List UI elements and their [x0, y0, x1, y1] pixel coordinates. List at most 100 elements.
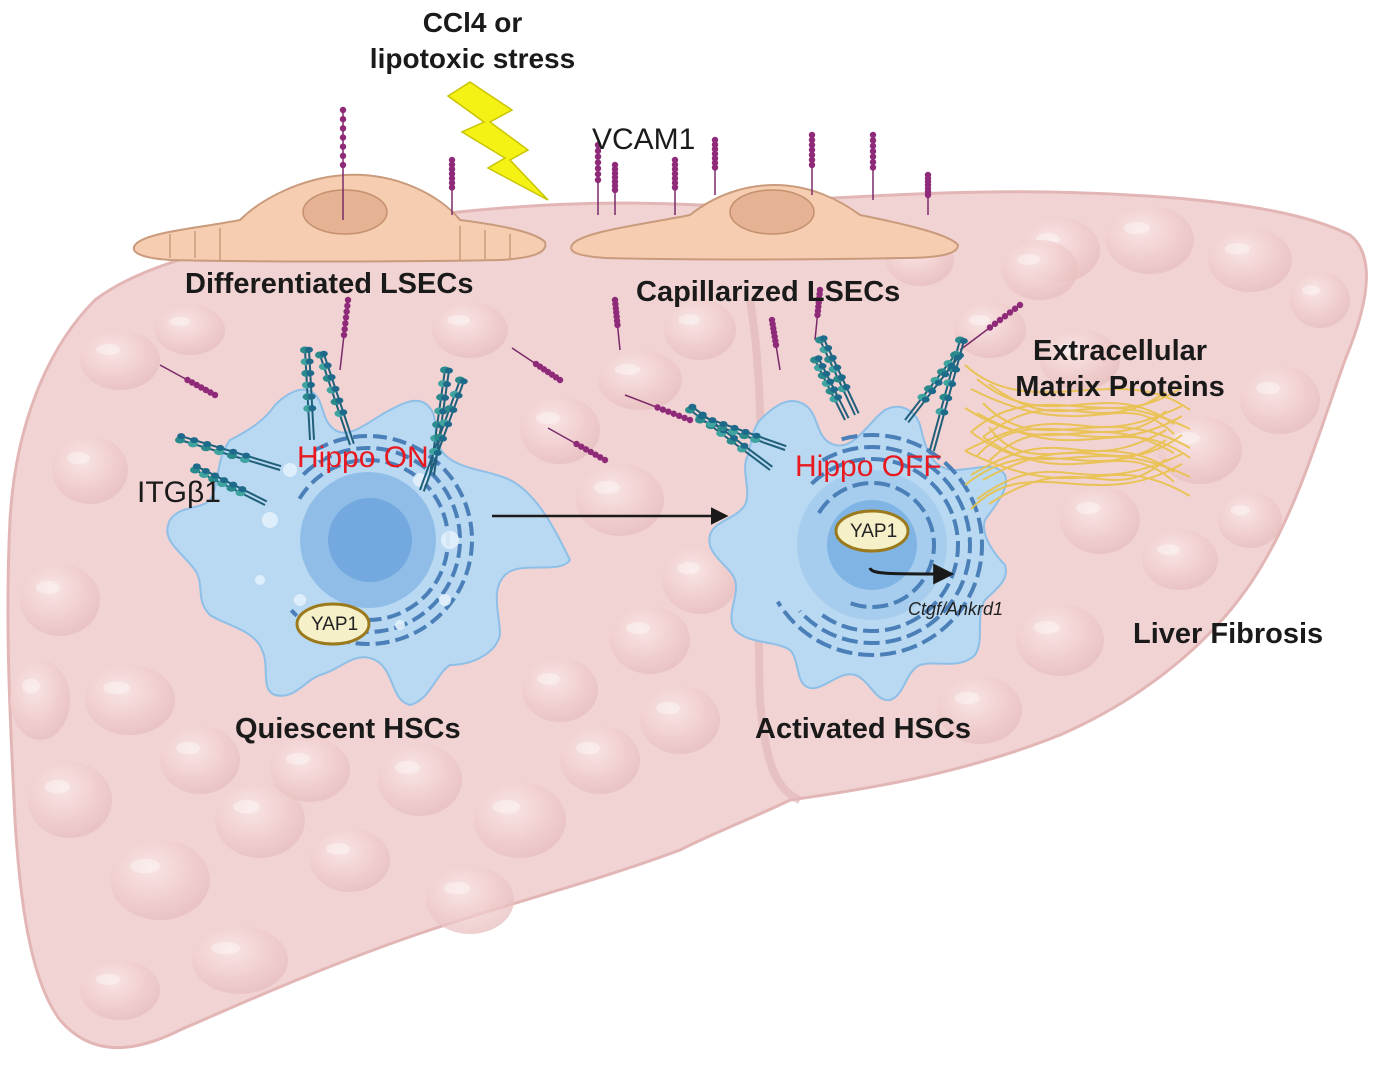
lipid-droplet: [294, 594, 306, 606]
liver-nodule: [662, 546, 738, 614]
lipid-droplet: [441, 531, 459, 549]
liver-nodule: [1040, 330, 1120, 390]
transcription-arrow: [868, 563, 955, 585]
liver-nodule-highlight: [656, 701, 680, 715]
liver-nodule: [20, 564, 100, 636]
itgb1-integrin: [810, 355, 850, 421]
ecm-fiber: [988, 426, 1175, 473]
vcam1-molecule: [768, 316, 781, 371]
liver-nodule: [520, 396, 600, 464]
liver-nodule-highlight: [211, 941, 241, 955]
liver-nodule: [522, 658, 598, 722]
liver-nodule-highlight: [1033, 620, 1061, 634]
capillarized-lsec-cell: [570, 183, 960, 261]
liver-nodule: [1016, 604, 1104, 676]
yap1-quiescent-badge: [295, 602, 371, 646]
liver-nodule: [1218, 492, 1282, 548]
endoplasmic-reticulum: [301, 446, 462, 634]
vcam1-label: VCAM1: [592, 123, 696, 156]
capillarized-lsecs-label: Capillarized LSECs: [636, 276, 901, 308]
lipid-droplet: [439, 594, 451, 606]
liver-nodule-highlight: [36, 580, 60, 594]
liver-nodule-highlight: [443, 881, 470, 895]
lipid-droplet: [283, 463, 297, 477]
liver-nodule-highlight: [1302, 285, 1320, 296]
endoplasmic-reticulum: [810, 457, 960, 633]
liver-nodule-highlight: [67, 451, 90, 465]
differentiated-lsec-cell: [132, 173, 547, 263]
liver-nodule: [28, 762, 112, 838]
vcam1-molecule: [808, 131, 816, 195]
itgb1-integrin: [190, 463, 268, 506]
endoplasmic-reticulum: [776, 433, 984, 657]
liver-nodule-highlight: [968, 315, 990, 326]
endoplasmic-reticulum: [289, 434, 474, 646]
vcam1-molecule: [671, 156, 679, 215]
endoplasmic-reticulum: [798, 445, 972, 645]
lipid-droplet: [395, 620, 405, 630]
liver-nodule-highlight: [536, 411, 560, 425]
trigger-label: CCl4 or lipotoxic stress: [369, 7, 576, 75]
liver-nodule-highlight: [447, 315, 470, 326]
liver-nodule: [52, 436, 128, 504]
liver-nodule: [1240, 366, 1320, 434]
liver-nodule-highlight: [286, 753, 310, 765]
liver-nodule-highlight: [1076, 501, 1100, 515]
vcam1-molecule: [339, 296, 352, 371]
vcam1-molecule: [448, 156, 456, 215]
liver-nodule-highlight: [44, 779, 70, 794]
liver-nodule: [1060, 486, 1140, 554]
liver-nodule: [576, 464, 664, 536]
yap1-quiescent-label: YAP1: [311, 614, 359, 635]
vcam1-molecule: [624, 394, 694, 424]
ecm-fiber: [982, 434, 1183, 481]
liver-nodule: [938, 676, 1022, 744]
vcam1-molecule: [547, 427, 609, 464]
itgb1-label: ITGβ1: [137, 476, 221, 509]
activated-hscs-label: Activated HSCs: [755, 713, 971, 745]
liver-nodule: [1208, 228, 1292, 292]
lipid-droplet: [262, 512, 278, 528]
vcam1-molecule: [511, 347, 564, 384]
vcam1-molecule: [159, 364, 219, 399]
vcam1-molecule: [339, 106, 347, 220]
liver-nodule-highlight: [626, 621, 650, 635]
liver-nodule-highlight: [394, 760, 420, 774]
liver-nodule: [310, 828, 390, 892]
liver-nodule: [80, 960, 160, 1020]
liver-nodule: [155, 305, 225, 355]
liver-nodule: [1002, 240, 1078, 300]
liver-nodule: [598, 350, 682, 410]
itgb1-integrins: [175, 335, 968, 506]
liver-nodule: [270, 738, 350, 802]
liver-nodule-highlight: [614, 364, 641, 375]
liver-nodule-highlight: [103, 681, 130, 695]
liver-nodule: [192, 926, 288, 994]
ecm-fibers: [964, 364, 1191, 510]
itgb1-integrin: [695, 413, 787, 451]
liver-nodule: [610, 606, 690, 674]
liver-nodule: [85, 665, 175, 735]
liver-nodule: [10, 660, 70, 740]
liver-nodule: [160, 726, 240, 794]
itgb1-integrin: [419, 376, 468, 492]
quiescent-hsc-cell: [166, 388, 572, 707]
liver-nodule-highlight: [169, 316, 190, 326]
lightning-bolt-icon: [446, 81, 549, 201]
liver-nodule-highlight: [576, 741, 600, 755]
endoplasmic-reticulum: [297, 458, 450, 622]
ecm-fiber: [988, 415, 1183, 462]
ecm-label: Extracellular Matrix Proteins: [1015, 335, 1225, 404]
itgb1-integrin: [815, 335, 860, 416]
vcam1-molecules: [159, 106, 1024, 464]
ecm-fiber: [976, 378, 1175, 425]
liver-nodule-highlight: [678, 314, 700, 325]
liver-nodule-highlight: [677, 561, 700, 575]
liver-nodule-highlight: [96, 344, 120, 355]
liver-nodule-highlight: [1230, 505, 1250, 516]
liver-nodule-highlight: [954, 691, 981, 705]
liver-nodule: [664, 300, 736, 360]
liver-nodule: [640, 686, 720, 754]
liver-nodule: [426, 866, 514, 934]
vcam1-molecule: [594, 141, 602, 215]
